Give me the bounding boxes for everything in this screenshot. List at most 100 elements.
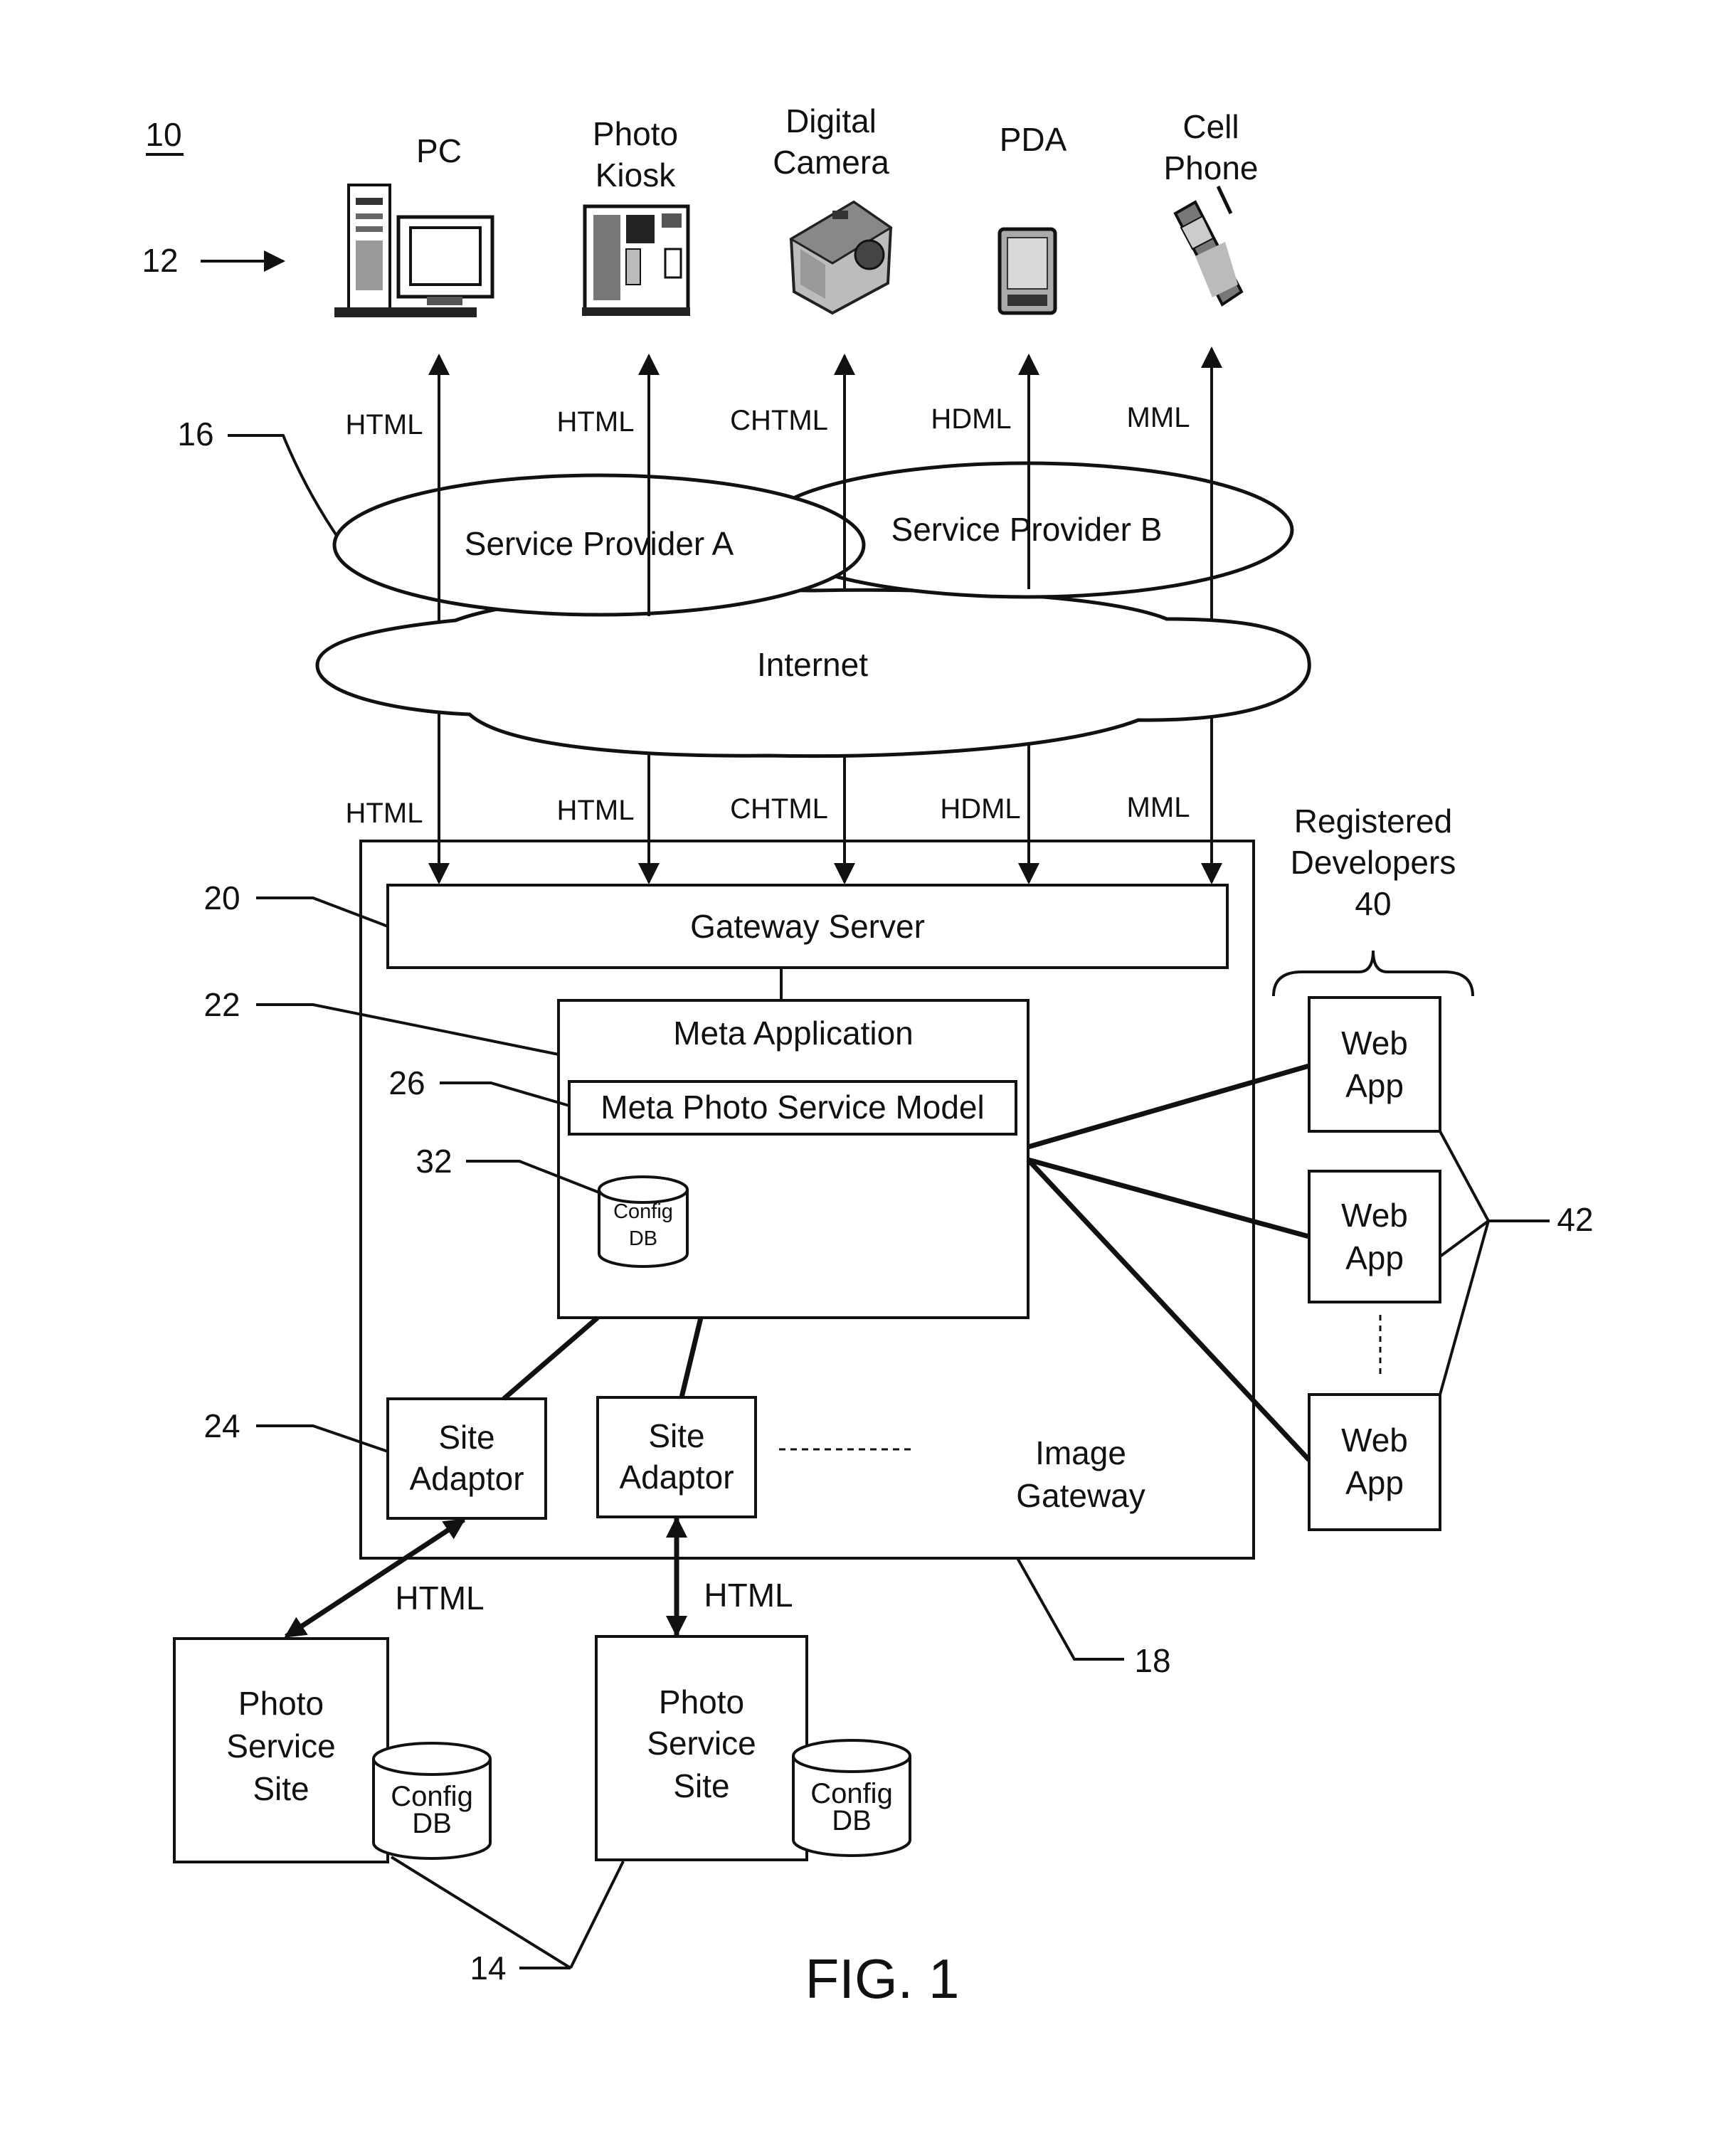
meta-photo-service-model-label: Meta Photo Service Model bbox=[600, 1089, 985, 1126]
config-db-meta-label-2: DB bbox=[629, 1227, 657, 1250]
figure-caption: FIG. 1 bbox=[805, 1947, 960, 2010]
ref-14: 14 bbox=[390, 1856, 625, 1987]
gateway-server-box bbox=[386, 884, 1229, 969]
service-provider-b: Service Provider B bbox=[759, 461, 1294, 599]
web-app-box-1 bbox=[1308, 996, 1441, 1133]
meta-webapp-link-3 bbox=[1026, 1158, 1311, 1462]
ref-18: 18 bbox=[1016, 1557, 1171, 1679]
config-db-site-2-label-2: DB bbox=[832, 1805, 872, 1836]
ref-24-label: 24 bbox=[203, 1407, 240, 1444]
ref-24: 24 bbox=[203, 1407, 388, 1453]
site-adaptor-box-2 bbox=[596, 1396, 757, 1518]
proto-bottom-pda: HDML bbox=[940, 793, 1020, 825]
pda-label: PDA bbox=[1000, 121, 1067, 158]
web-app-3-label-2: App bbox=[1345, 1464, 1404, 1501]
ref-20-label: 20 bbox=[203, 879, 240, 916]
photo-service-site-box-2 bbox=[595, 1635, 808, 1861]
ref-42: 42 bbox=[1439, 1131, 1594, 1395]
gateway-server-label: Gateway Server bbox=[690, 908, 925, 945]
image-gateway-label-2: Gateway bbox=[1016, 1477, 1145, 1514]
pda-icon bbox=[997, 227, 1057, 315]
ref-12: 12 bbox=[142, 242, 285, 279]
web-app-2-label-2: App bbox=[1345, 1239, 1404, 1276]
phone-label-2: Phone bbox=[1163, 149, 1258, 186]
ref-18-label: 18 bbox=[1134, 1642, 1170, 1679]
site-adaptor-2-label-2: Adaptor bbox=[619, 1459, 734, 1496]
site-link-label-1: HTML bbox=[395, 1580, 484, 1617]
ref-16-label: 16 bbox=[177, 416, 213, 453]
config-db-meta: Config DB bbox=[598, 1175, 689, 1268]
image-gateway-label-1: Image bbox=[1035, 1434, 1126, 1471]
photo-site-1-label-3: Site bbox=[253, 1770, 309, 1807]
photo-site-1-label-1: Photo bbox=[238, 1685, 324, 1722]
pc-icon bbox=[334, 184, 494, 317]
config-db-site-2: Config DB bbox=[792, 1739, 911, 1857]
meta-application-label: Meta Application bbox=[673, 1015, 914, 1052]
ref-32-label: 32 bbox=[416, 1143, 452, 1180]
web-app-box-2 bbox=[1308, 1170, 1441, 1303]
proto-bottom-pc: HTML bbox=[346, 798, 423, 829]
service-provider-a: Service Provider A bbox=[332, 473, 866, 617]
site-adaptor-box-1 bbox=[386, 1397, 547, 1520]
config-db-site-1: Config DB bbox=[372, 1742, 492, 1860]
proto-top-phone: MML bbox=[1127, 402, 1190, 433]
meta-adaptor-link-2 bbox=[679, 1317, 704, 1398]
proto-top-pc: HTML bbox=[346, 409, 423, 440]
photo-site-2-label-3: Site bbox=[673, 1767, 729, 1804]
meta-photo-service-model-box bbox=[568, 1080, 1017, 1136]
camera-label-2: Camera bbox=[773, 144, 889, 181]
phone-label-1: Cell bbox=[1182, 108, 1239, 145]
internet-cloud: Internet bbox=[315, 588, 1311, 758]
ref-32: 32 bbox=[416, 1143, 600, 1194]
ref-12-label: 12 bbox=[142, 242, 178, 279]
photo-service-site-box-1 bbox=[173, 1637, 389, 1863]
ref-42-label: 42 bbox=[1557, 1201, 1593, 1238]
photo-site-2-label-1: Photo bbox=[659, 1683, 744, 1720]
ref-16: 16 bbox=[177, 416, 342, 542]
ref-10-label: 10 bbox=[145, 116, 181, 153]
image-gateway-box bbox=[359, 840, 1255, 1560]
protocol-arrow-overlays bbox=[438, 461, 1213, 619]
camera-icon bbox=[789, 200, 893, 315]
ref-26: 26 bbox=[388, 1064, 570, 1107]
internet-label: Internet bbox=[757, 646, 868, 683]
site-adaptor-1-label-2: Adaptor bbox=[409, 1460, 524, 1497]
kiosk-icon bbox=[582, 204, 690, 316]
ref-22: 22 bbox=[203, 986, 559, 1056]
web-app-box-3 bbox=[1308, 1393, 1441, 1531]
camera-label-1: Digital bbox=[785, 102, 877, 139]
ref-26-label: 26 bbox=[388, 1064, 425, 1101]
photo-site-1-label-2: Service bbox=[226, 1728, 335, 1765]
proto-top-kiosk: HTML bbox=[557, 406, 635, 438]
proto-bottom-phone: MML bbox=[1127, 792, 1190, 823]
developers-brace bbox=[1272, 950, 1474, 997]
meta-adaptor-link-1 bbox=[502, 1316, 600, 1401]
ref-20: 20 bbox=[203, 879, 388, 928]
photo-site-2-label-2: Service bbox=[647, 1725, 756, 1762]
site-link-label-2: HTML bbox=[704, 1577, 793, 1614]
ref-22-label: 22 bbox=[203, 986, 240, 1023]
kiosk-label-2: Kiosk bbox=[596, 157, 676, 194]
proto-top-camera: CHTML bbox=[730, 405, 828, 436]
web-app-1-label-1: Web bbox=[1341, 1025, 1408, 1062]
kiosk-label-1: Photo bbox=[593, 115, 678, 152]
ref-14-label: 14 bbox=[470, 1950, 506, 1987]
service-provider-b-label: Service Provider B bbox=[891, 511, 1163, 548]
meta-webapp-link-2 bbox=[1027, 1157, 1310, 1239]
config-db-meta-label-1: Config bbox=[613, 1200, 673, 1223]
proto-bottom-kiosk: HTML bbox=[557, 795, 635, 826]
config-db-site-1-label-1: Config bbox=[391, 1781, 473, 1812]
config-db-site-1-label-2: DB bbox=[412, 1808, 452, 1839]
web-app-1-label-2: App bbox=[1345, 1067, 1404, 1104]
proto-top-pda: HDML bbox=[931, 403, 1011, 435]
pc-label: PC bbox=[416, 132, 462, 169]
site-adaptor-1-label-1: Site bbox=[438, 1419, 494, 1456]
phone-icon bbox=[1173, 185, 1244, 307]
adaptor-site-link-1 bbox=[284, 1518, 466, 1639]
config-db-site-2-label-1: Config bbox=[810, 1778, 893, 1809]
service-provider-a-label: Service Provider A bbox=[465, 525, 734, 562]
site-adaptor-2-label-1: Site bbox=[648, 1417, 704, 1454]
developers-label-2: Developers bbox=[1291, 844, 1456, 881]
proto-bottom-camera: CHTML bbox=[730, 793, 828, 825]
